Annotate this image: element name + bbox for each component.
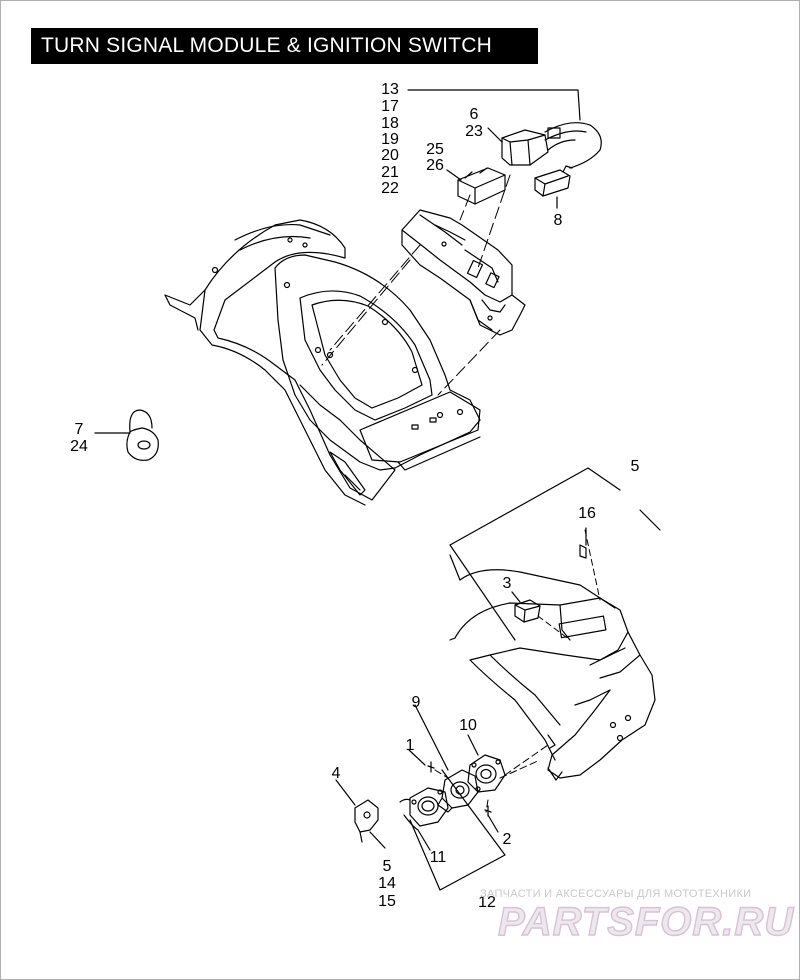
callout-1: 1 [405, 737, 415, 754]
callout-24: 24 [70, 438, 88, 455]
part-16 [579, 527, 587, 559]
callout-5-frame: 5 [630, 458, 640, 475]
callout-10: 10 [459, 717, 477, 734]
callout-22: 22 [381, 180, 399, 197]
callout-15: 15 [378, 893, 396, 910]
callout-19: 19 [381, 131, 399, 148]
ignition-switch [354, 754, 506, 843]
callout-16: 16 [578, 505, 596, 522]
callout-18: 18 [381, 115, 399, 132]
callout-23: 23 [465, 123, 483, 140]
callout-20: 20 [381, 147, 399, 164]
callout-12: 12 [478, 894, 496, 911]
callout-2: 2 [502, 831, 512, 848]
relay-25 [457, 167, 506, 205]
callout-26: 26 [426, 157, 444, 174]
callout-8: 8 [553, 212, 563, 229]
module-bracket [401, 209, 526, 336]
connector-8 [534, 165, 573, 197]
callout-3: 3 [502, 575, 512, 592]
callout-6: 6 [469, 106, 479, 123]
callout-4: 4 [331, 765, 341, 782]
callout-17: 17 [381, 98, 399, 115]
turn-signal-module [501, 122, 602, 169]
frame-neck [449, 554, 656, 781]
watermark-logo: PARTSFOR.RU [497, 899, 795, 944]
ignition-cap [94, 409, 159, 461]
callout-14: 14 [378, 875, 396, 892]
callout-9: 9 [411, 694, 421, 711]
callout-21: 21 [381, 164, 399, 181]
callout-13: 13 [381, 81, 399, 98]
callout-5-switch: 5 [382, 858, 392, 875]
part-3 [511, 591, 541, 623]
callout-7: 7 [74, 421, 84, 438]
page-title: TURN SIGNAL MODULE & IGNITION SWITCH [31, 28, 538, 64]
callout-25: 25 [426, 141, 444, 158]
front-fender-shroud [164, 219, 481, 506]
watermark-tagline: ЗАПЧАСТИ И АКСЕССУАРЫ ДЛЯ МОТОТЕХНИКИ [480, 888, 752, 900]
callout-11: 11 [429, 849, 447, 866]
